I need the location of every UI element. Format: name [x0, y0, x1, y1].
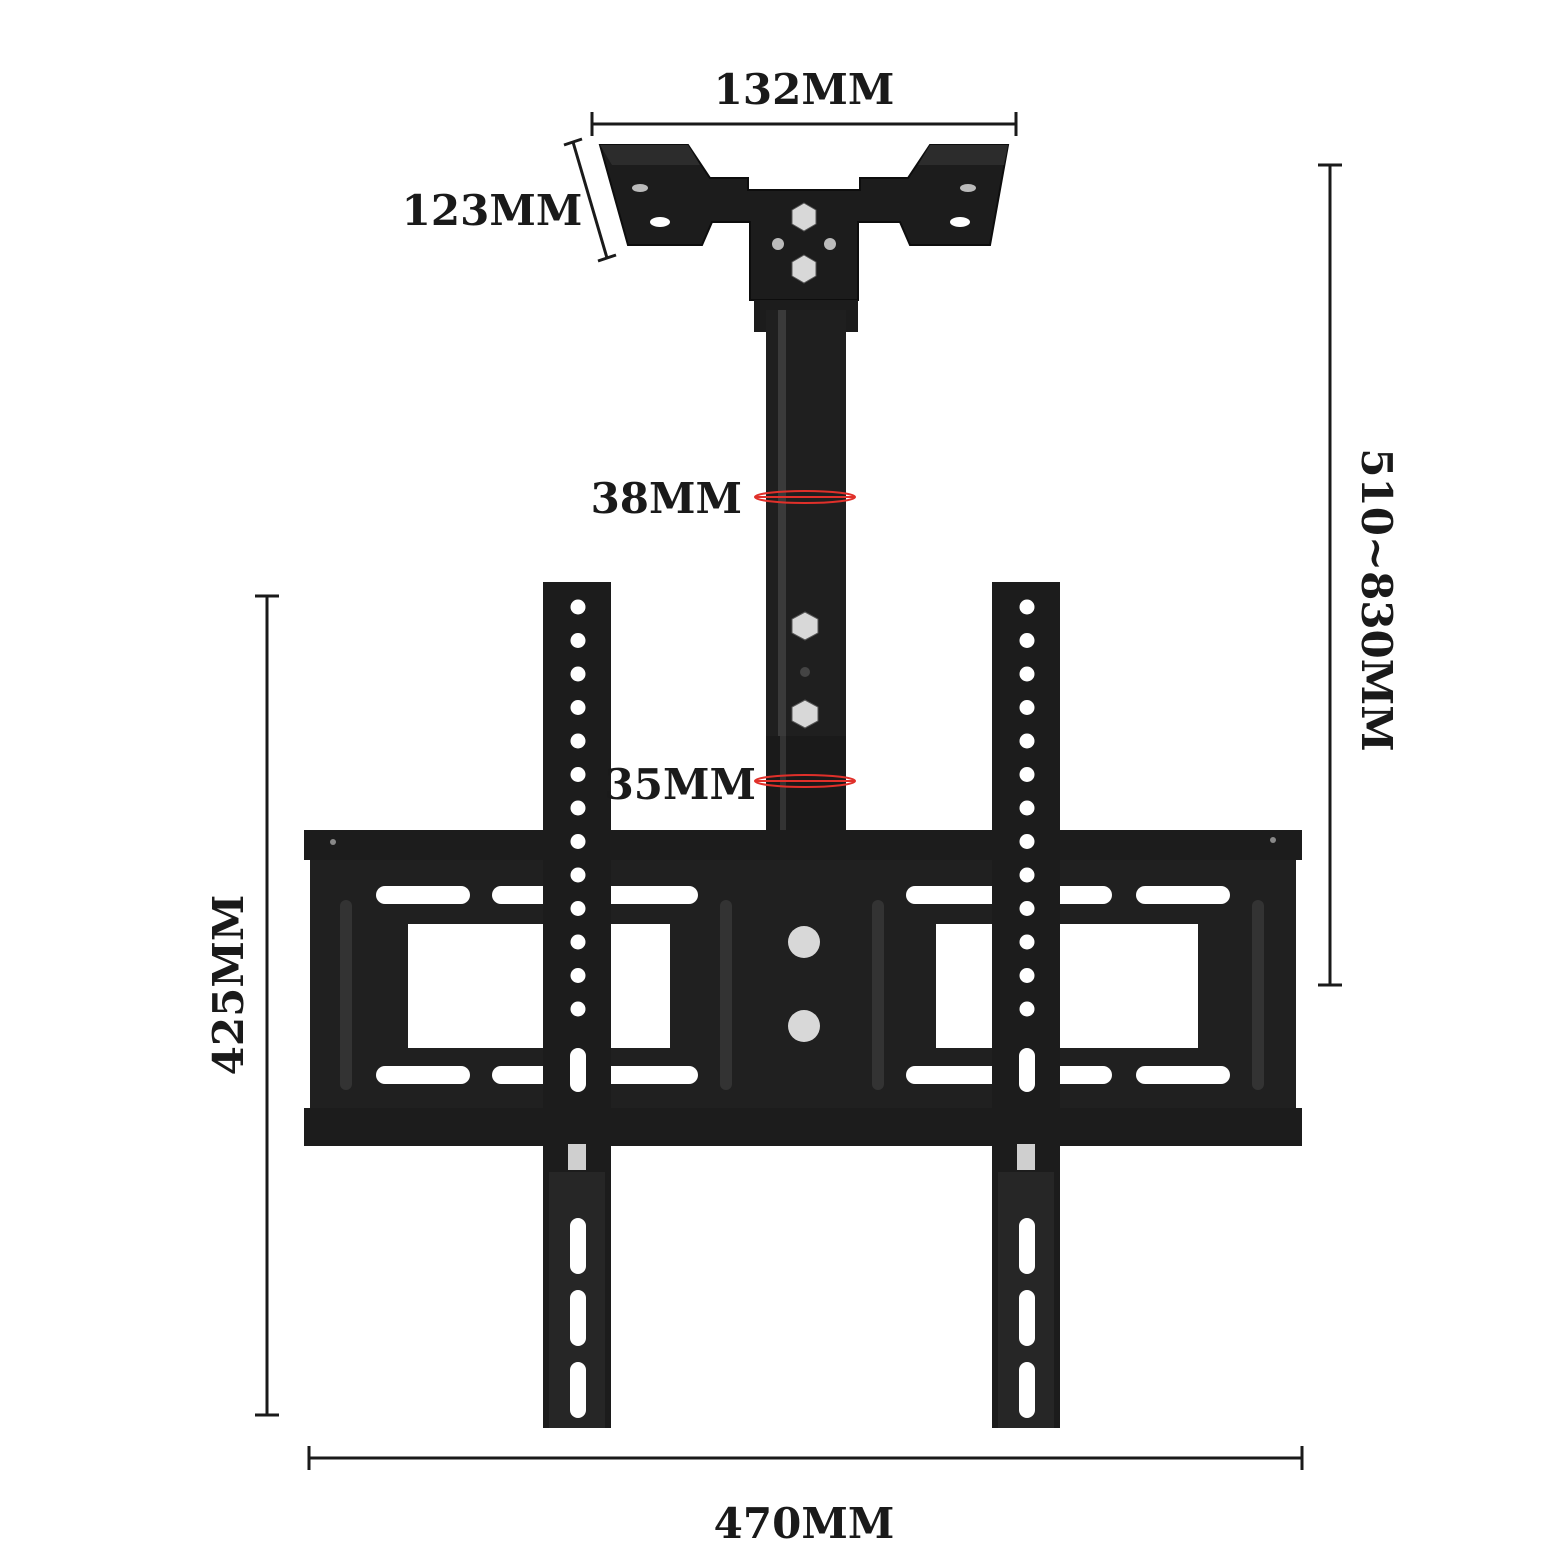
mounting-hole	[570, 767, 586, 782]
mounting-hole	[570, 867, 586, 883]
plate-depth-label: 123MM	[402, 186, 583, 235]
mounting-hole	[570, 633, 586, 648]
plate-depth-dimension-line	[563, 137, 617, 263]
lower-tube-diameter-marker	[754, 774, 856, 788]
mounting-hole	[1019, 733, 1035, 749]
mounting-hole	[1019, 700, 1035, 715]
mounting-hole	[570, 800, 586, 816]
mounting-hole	[570, 901, 586, 916]
mounting-hole	[1019, 867, 1035, 883]
mounting-hole	[1019, 901, 1035, 916]
mounting-hole	[570, 733, 586, 749]
mounting-hole	[1019, 633, 1035, 648]
mounting-hole	[1019, 1001, 1035, 1017]
mounting-hole	[570, 834, 586, 849]
bracket-width-dimension-line	[307, 1446, 1304, 1470]
mounting-hole	[1019, 968, 1035, 983]
mounting-hole	[1019, 834, 1035, 849]
overall-height-label: 510~830MM	[1352, 448, 1401, 752]
bolt-head	[791, 254, 817, 284]
mounting-hole	[570, 968, 586, 983]
plate-width-label: 132MM	[714, 65, 895, 114]
vertical-arm-right	[992, 582, 1060, 1428]
mounting-hole	[570, 700, 586, 715]
mounting-hole	[1019, 666, 1035, 682]
bracket-height-dimension-line	[255, 594, 279, 1417]
mounting-hole	[1019, 800, 1035, 816]
bracket-width-label: 470MM	[714, 1499, 895, 1548]
vertical-arm-left	[543, 582, 611, 1428]
mounting-hole	[570, 599, 586, 615]
bolt-head	[791, 699, 819, 729]
overall-height-dimension-line	[1318, 163, 1342, 987]
lower-tube-diameter-label: 35MM	[605, 760, 756, 809]
mounting-hole	[1019, 599, 1035, 615]
ceiling-plate	[598, 144, 1010, 332]
mounting-hole	[570, 1001, 586, 1017]
plate-width-dimension-line	[590, 112, 1018, 136]
mounting-hole	[570, 666, 586, 682]
horizontal-mount-frame	[304, 830, 1302, 1146]
upper-tube-diameter-marker	[754, 490, 856, 504]
telescopic-pole	[766, 310, 846, 836]
mounting-hole	[1019, 934, 1035, 950]
bolt-head	[791, 611, 819, 641]
bolt-head	[791, 202, 817, 232]
mounting-hole	[570, 934, 586, 950]
mounting-hole	[1019, 767, 1035, 782]
bracket-height-label: 425MM	[204, 895, 253, 1076]
upper-tube-diameter-label: 38MM	[591, 474, 742, 523]
